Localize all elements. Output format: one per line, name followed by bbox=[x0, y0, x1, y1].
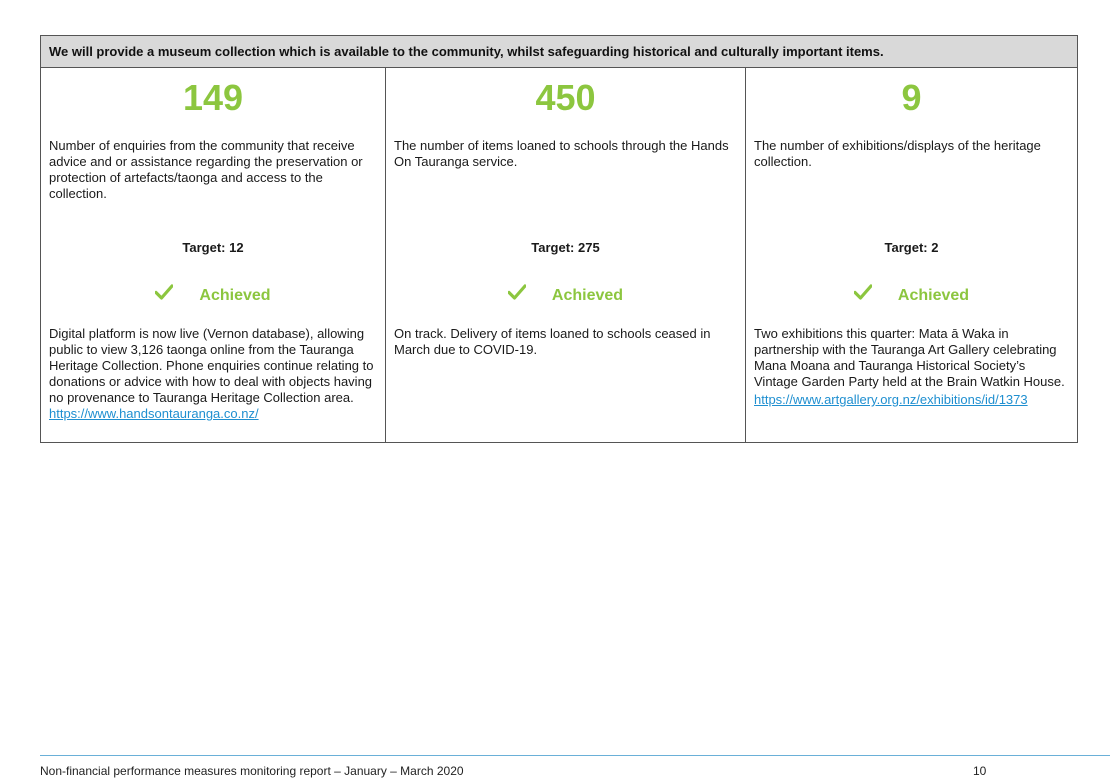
status-badge: Achieved bbox=[746, 284, 1077, 308]
metric-value: 450 bbox=[535, 77, 596, 118]
metric-value: 149 bbox=[182, 77, 244, 118]
measure-comment: Digital platform is now live (Vernon dat… bbox=[49, 326, 377, 422]
footer-divider bbox=[40, 755, 1110, 756]
measure-comment: On track. Delivery of items loaned to sc… bbox=[394, 326, 737, 358]
measure-column: 450 The number of items loaned to school… bbox=[385, 68, 745, 442]
comment-link[interactable]: https://www.handsontauranga.co.nz/ bbox=[49, 406, 259, 421]
measure-target: Target: 275 bbox=[531, 240, 600, 255]
measure-description: The number of items loaned to schools th… bbox=[394, 138, 729, 169]
measure-description: The number of exhibitions/displays of th… bbox=[754, 138, 1041, 169]
comment-text: On track. Delivery of items loaned to sc… bbox=[394, 326, 711, 357]
check-icon bbox=[507, 284, 526, 300]
comment-link[interactable]: https://www.artgallery.org.nz/exhibition… bbox=[754, 392, 1028, 407]
measure-target: Target: 12 bbox=[182, 240, 244, 255]
check-icon bbox=[155, 284, 174, 300]
measure-columns: 149 Number of enquiries from the communi… bbox=[41, 68, 1077, 442]
measure-target: Target: 2 bbox=[884, 240, 939, 255]
performance-measure-table: We will provide a museum collection whic… bbox=[40, 35, 1078, 443]
status-label: Achieved bbox=[897, 287, 970, 304]
status-label: Achieved bbox=[199, 287, 271, 304]
status-label: Achieved bbox=[551, 287, 624, 304]
comment-text: Two exhibitions this quarter: Mata ā Wak… bbox=[754, 326, 1065, 389]
page-number: 10 bbox=[973, 764, 987, 778]
footer-report-title: Non-financial performance measures monit… bbox=[40, 764, 464, 778]
check-icon bbox=[853, 284, 872, 300]
table-header: We will provide a museum collection whic… bbox=[41, 36, 1077, 68]
measure-description: Number of enquiries from the community t… bbox=[49, 138, 363, 201]
status-badge: Achieved bbox=[386, 284, 745, 308]
measure-column: 9 The number of exhibitions/displays of … bbox=[745, 68, 1077, 442]
measure-column: 149 Number of enquiries from the communi… bbox=[41, 68, 385, 442]
metric-value: 9 bbox=[901, 77, 922, 118]
status-badge: Achieved bbox=[41, 284, 385, 308]
measure-comment: Two exhibitions this quarter: Mata ā Wak… bbox=[754, 326, 1069, 408]
comment-text: Digital platform is now live (Vernon dat… bbox=[49, 326, 374, 405]
